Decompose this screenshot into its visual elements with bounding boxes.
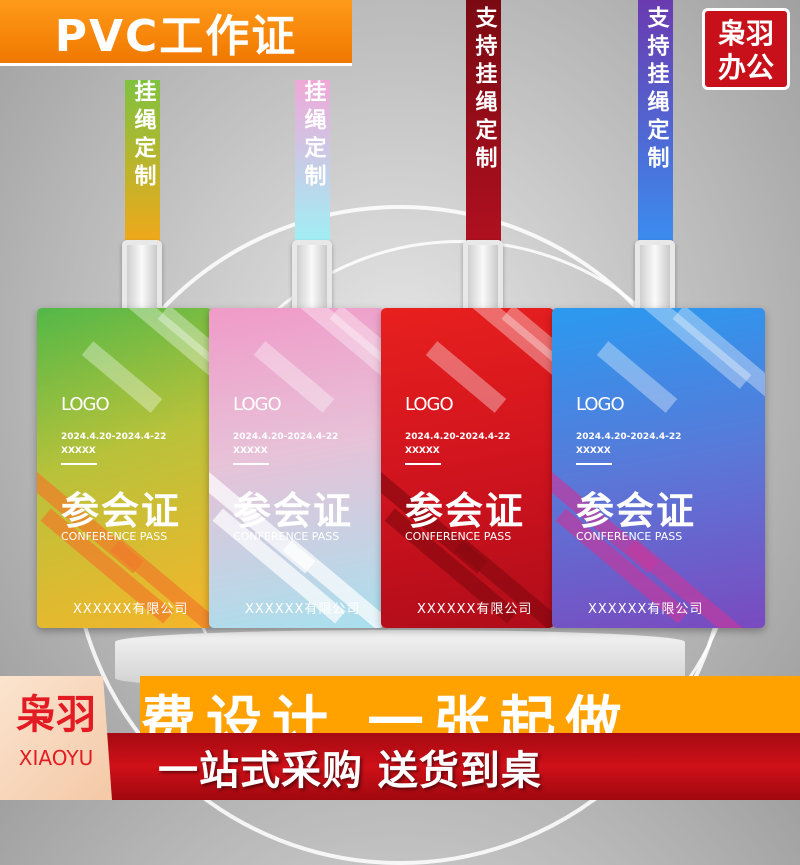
lanyard: 挂绳定制 xyxy=(295,80,330,245)
divider xyxy=(233,463,269,465)
brand-logo: 枭羽办公 xyxy=(702,8,790,90)
conference-pass-card: LOGO 2024.4.20-2024.4-22 XXXXX 参会证 CONFE… xyxy=(552,308,765,628)
card-placeholder: XXXXX xyxy=(576,446,611,456)
card-subtitle: CONFERENCE PASS xyxy=(233,530,340,543)
card-title: 参会证 xyxy=(61,489,182,533)
lanyard-text: 挂绳定制 xyxy=(300,80,326,192)
lanyard: 支持挂绳定制 xyxy=(466,0,501,245)
card-company: XXXXXX有限公司 xyxy=(245,602,361,617)
lanyard-text: 支持挂绳定制 xyxy=(471,6,497,174)
card-logo: LOGO xyxy=(405,394,454,415)
lanyard-text: 支持挂绳定制 xyxy=(643,6,669,174)
card-subtitle: CONFERENCE PASS xyxy=(405,530,512,543)
card-logo: LOGO xyxy=(61,394,110,415)
card-placeholder: XXXXX xyxy=(233,446,268,456)
card-placeholder: XXXXX xyxy=(405,446,440,456)
card-company: XXXXXX有限公司 xyxy=(417,602,533,617)
lanyard: 支持挂绳定制 xyxy=(638,0,673,245)
product-badge: PVC工作证 xyxy=(0,0,352,66)
promo-banner-bottom: 一站式采购 送货到桌 xyxy=(100,733,800,800)
card-placeholder: XXXXX xyxy=(61,446,96,456)
card-date: 2024.4.20-2024.4-22 xyxy=(405,432,511,442)
card-title: 参会证 xyxy=(405,489,526,533)
promo-banner-top: 费设计 一张起做 xyxy=(140,676,800,738)
store-logo: 枭羽 XIAOYU xyxy=(0,676,112,800)
card-title: 参会证 xyxy=(576,489,697,533)
conference-pass-card: LOGO 2024.4.20-2024.4-22 XXXXX 参会证 CONFE… xyxy=(37,308,212,628)
card-subtitle: CONFERENCE PASS xyxy=(576,530,683,543)
card-date: 2024.4.20-2024.4-22 xyxy=(233,432,339,442)
card-logo: LOGO xyxy=(576,394,625,415)
card-date: 2024.4.20-2024.4-22 xyxy=(576,432,682,442)
conference-pass-card: LOGO 2024.4.20-2024.4-22 XXXXX 参会证 CONFE… xyxy=(209,308,384,628)
card-subtitle: CONFERENCE PASS xyxy=(61,530,168,543)
divider xyxy=(405,463,441,465)
card-company: XXXXXX有限公司 xyxy=(588,602,704,617)
lanyard-text: 挂绳定制 xyxy=(130,80,156,192)
conference-pass-card: LOGO 2024.4.20-2024.4-22 XXXXX 参会证 CONFE… xyxy=(381,308,554,628)
card-logo: LOGO xyxy=(233,394,282,415)
lanyard: 挂绳定制 xyxy=(125,80,160,245)
promo-text: 费设计 一张起做 xyxy=(140,691,632,738)
divider xyxy=(576,463,612,465)
divider xyxy=(61,463,97,465)
card-date: 2024.4.20-2024.4-22 xyxy=(61,432,167,442)
store-logo-en: XIAOYU xyxy=(18,746,94,770)
card-title: 参会证 xyxy=(233,489,354,533)
card-company: XXXXXX有限公司 xyxy=(73,602,189,617)
store-logo-cn: 枭羽 xyxy=(16,691,96,738)
